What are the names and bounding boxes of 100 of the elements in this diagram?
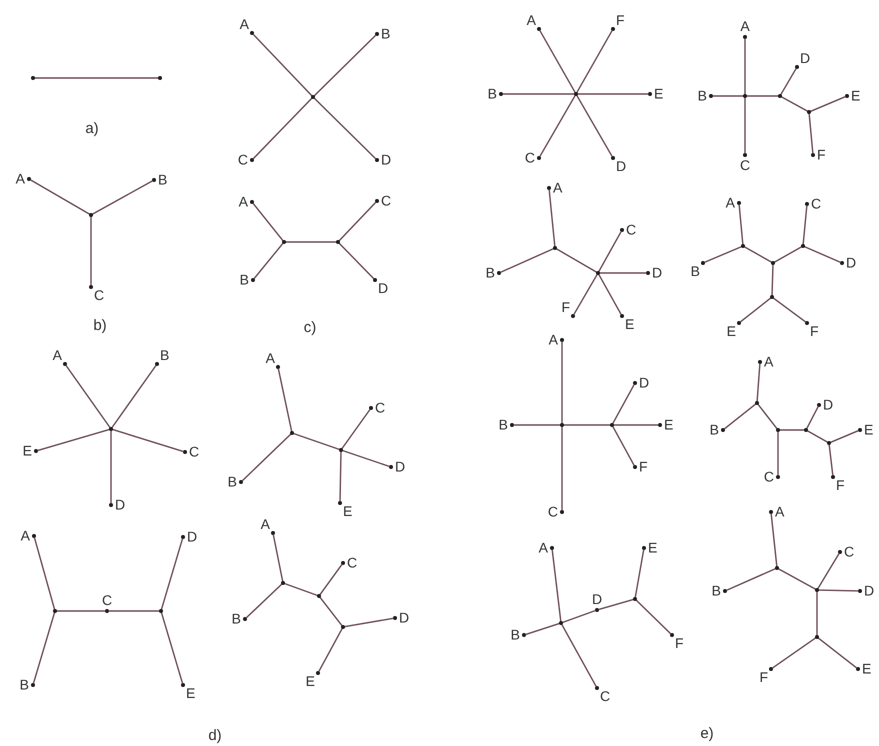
leaf-label: B xyxy=(510,628,526,642)
branch-line xyxy=(112,428,184,452)
leaf-label: C xyxy=(805,196,822,212)
branch-point xyxy=(776,428,780,432)
leaf-label: F xyxy=(633,460,648,474)
branch-point xyxy=(317,594,321,598)
branch-point xyxy=(804,428,808,432)
leaf-label: A xyxy=(52,348,67,366)
branch-line xyxy=(598,274,622,316)
leaf-label: C xyxy=(838,544,854,560)
branch-line xyxy=(808,113,814,154)
branch-line xyxy=(780,96,808,112)
branch-line xyxy=(818,589,859,592)
branch-line xyxy=(539,94,576,158)
branch-line xyxy=(636,600,672,634)
branch-line xyxy=(272,534,284,582)
branch-point xyxy=(311,95,315,99)
branch-point xyxy=(53,609,57,613)
branch-line xyxy=(774,246,802,263)
branch-point xyxy=(801,244,805,248)
leaf-label: D xyxy=(633,376,650,390)
branch-line xyxy=(576,94,613,158)
branch-line xyxy=(278,368,292,432)
leaf-label: E xyxy=(620,314,634,332)
branch-point xyxy=(815,588,819,592)
leaf-label: B xyxy=(240,272,255,288)
branch-line xyxy=(772,297,806,323)
leaf-label: D xyxy=(858,584,874,598)
leaf-label: B xyxy=(698,88,713,104)
branch-line xyxy=(712,95,744,97)
branch-point xyxy=(807,110,811,114)
branch-line xyxy=(339,451,342,502)
branch-line xyxy=(573,274,598,316)
leaf-label: A xyxy=(240,17,254,35)
branch-line xyxy=(598,598,634,610)
branch-line xyxy=(778,568,816,590)
branch-line xyxy=(319,596,343,626)
leaf-label: E xyxy=(726,321,741,339)
leaf-label: B xyxy=(498,418,514,432)
branch-line xyxy=(818,637,858,669)
leaf-label: A xyxy=(740,19,750,39)
leaf-label: B xyxy=(710,422,725,438)
branch-point xyxy=(610,423,614,427)
branch-line xyxy=(817,552,840,590)
leaf-label: E xyxy=(338,501,352,519)
leaf-label: A xyxy=(769,504,784,520)
leaf-label: F xyxy=(831,475,845,493)
branch-point xyxy=(560,423,564,427)
leaf-label: A xyxy=(16,172,31,186)
branch-line xyxy=(502,93,574,95)
branch-line xyxy=(252,98,312,160)
branch-line xyxy=(802,205,808,245)
leaf-label: C xyxy=(740,153,750,173)
leaf-label: C xyxy=(341,556,358,570)
leaf-label: A xyxy=(548,332,564,348)
leaf-label: C xyxy=(595,686,610,704)
branch-line xyxy=(576,30,613,94)
branch-point xyxy=(559,621,563,625)
branch-line xyxy=(110,430,112,504)
branch-line xyxy=(252,202,284,242)
leaf-label: C xyxy=(620,222,636,238)
branch-point xyxy=(339,448,343,452)
branch-line xyxy=(246,584,282,618)
branch-line xyxy=(252,34,312,96)
branch-line xyxy=(740,297,772,323)
leaf-label: E xyxy=(856,662,872,676)
branch-line xyxy=(738,204,744,245)
branch-point xyxy=(89,213,93,217)
branch-line xyxy=(771,264,774,296)
branch-line xyxy=(539,30,576,94)
branch-line xyxy=(780,68,797,96)
branch-line xyxy=(242,434,292,482)
branch-line xyxy=(780,429,804,431)
branch-line xyxy=(816,592,818,636)
branch-line xyxy=(314,34,376,96)
branch-line xyxy=(160,612,184,684)
branch-point xyxy=(336,240,340,244)
branch-line xyxy=(32,612,56,684)
leaf-label: D xyxy=(389,460,406,474)
panel-label: a) xyxy=(85,120,99,137)
leaf-label: B xyxy=(232,612,247,626)
leaf-label: D xyxy=(393,610,410,626)
leaf-label: B xyxy=(20,678,35,692)
leaf-label: D xyxy=(375,152,392,168)
leaf-label: A xyxy=(758,354,774,370)
leaf-label: D xyxy=(109,498,126,512)
branch-line xyxy=(806,406,819,429)
leaf-label: D xyxy=(373,278,388,296)
branch-line xyxy=(525,622,560,636)
leaf-label: B xyxy=(155,348,170,366)
branch-line xyxy=(344,618,394,628)
branch-line xyxy=(612,384,635,424)
leaf-label: C xyxy=(764,470,780,484)
leaf-label: A xyxy=(266,351,280,369)
branch-line xyxy=(806,430,828,443)
branch-line xyxy=(704,246,742,264)
leaf-label: B xyxy=(488,86,503,102)
branch-line xyxy=(284,582,318,596)
branch-point xyxy=(741,244,745,248)
leaf-label: D xyxy=(817,398,834,412)
